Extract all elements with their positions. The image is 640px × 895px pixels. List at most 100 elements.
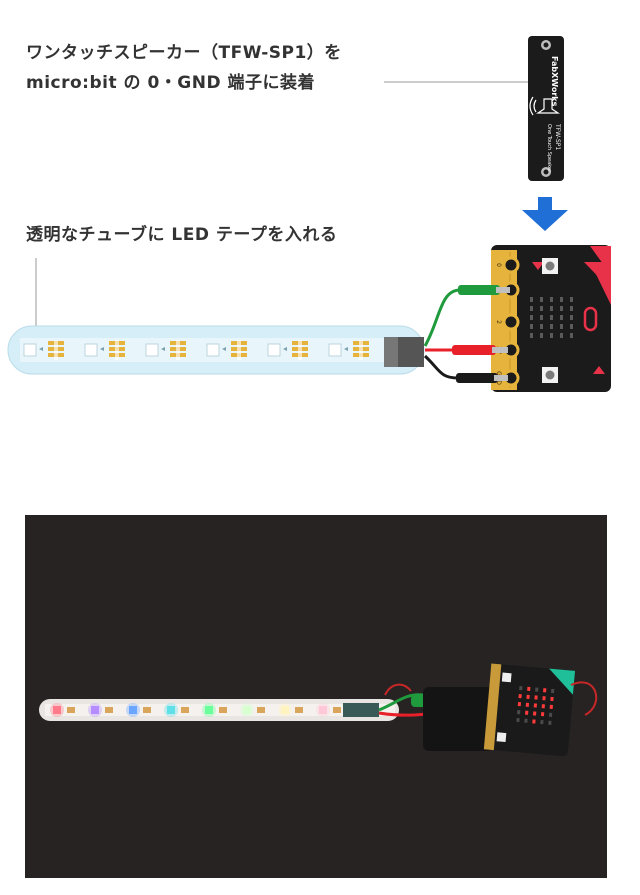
tape-led-chip: [206, 343, 220, 357]
photo-matrix-led: [517, 701, 522, 707]
speaker-model: TFW-SP1: [554, 123, 561, 150]
matrix-led: [550, 324, 553, 329]
tape-arrow-icon: [39, 347, 43, 351]
photo-led: [167, 706, 175, 714]
photo-led: [281, 706, 289, 714]
photo-matrix-led: [525, 702, 530, 707]
photo-matrix-led: [517, 709, 521, 715]
tape-led-chip: [267, 343, 281, 357]
wiring-diagram: FabXWorks TFW-SP1 One Touch Speaker 0: [7, 36, 611, 392]
photo-matrix-led: [518, 694, 522, 699]
photo-matrix-led: [525, 710, 529, 715]
photo-matrix-led: [533, 703, 538, 708]
pin-label-0: 0: [495, 263, 502, 267]
photo-led: [205, 706, 213, 714]
matrix-led: [570, 315, 573, 320]
photo-matrix-led: [541, 704, 545, 709]
matrix-led: [570, 333, 573, 338]
photo-assembled-device: [25, 515, 607, 878]
matrix-led: [550, 306, 553, 311]
photo-resistor: [257, 707, 265, 713]
photo-matrix-led: [543, 688, 547, 693]
matrix-led: [560, 324, 563, 329]
led-tape: [23, 340, 369, 360]
photo-matrix-led: [550, 696, 554, 702]
photo-matrix-led: [524, 718, 528, 723]
tape-led-chip: [84, 343, 98, 357]
speaker-caption-line1: ワンタッチスピーカー（TFW-SP1）を: [26, 43, 342, 63]
photo-led: [129, 706, 137, 714]
matrix-led: [530, 297, 533, 302]
speaker-board: FabXWorks TFW-SP1 One Touch Speaker: [528, 36, 564, 181]
photo-matrix-led: [534, 695, 538, 700]
wire-black: [423, 354, 508, 383]
photo-matrix-led: [519, 686, 523, 691]
matrix-led: [570, 297, 573, 302]
matrix-led: [540, 315, 543, 320]
photo-matrix-led: [542, 696, 546, 701]
photo-resistor: [105, 707, 113, 713]
matrix-led: [560, 333, 563, 338]
speaker-brand: FabXWorks: [550, 56, 559, 107]
pin-label-2: 2: [495, 320, 502, 324]
photo-resistor: [333, 707, 341, 713]
photo-led: [319, 706, 327, 714]
matrix-led: [530, 315, 533, 320]
photo-matrix-led: [548, 720, 552, 725]
photo-matrix-led: [527, 686, 531, 692]
tape-arrow-icon: [100, 347, 104, 351]
photo-matrix-led: [549, 704, 553, 710]
photo-matrix-led: [548, 712, 553, 718]
wire-green: [423, 285, 510, 347]
photo-led-strip: [50, 703, 341, 717]
matrix-led: [560, 306, 563, 311]
photo-resistor: [67, 707, 75, 713]
photo-resistor: [219, 707, 227, 713]
matrix-led: [560, 297, 563, 302]
matrix-led: [570, 324, 573, 329]
matrix-led: [540, 297, 543, 302]
photo-matrix-led: [532, 719, 536, 724]
microbit-logo-icon: [583, 306, 598, 332]
speaker-subtitle: One Touch Speaker: [546, 124, 552, 173]
down-arrow-icon: [522, 197, 568, 231]
tape-arrow-icon: [344, 347, 348, 351]
wire-red: [425, 345, 508, 355]
photo-resistor: [181, 707, 189, 713]
matrix-led: [570, 306, 573, 311]
matrix-led: [530, 306, 533, 311]
photo-scene: [39, 663, 598, 757]
photo-led: [91, 706, 99, 714]
photo-matrix-led: [535, 687, 539, 692]
matrix-led: [530, 324, 533, 329]
tape-arrow-icon: [161, 347, 165, 351]
matrix-led: [530, 333, 533, 338]
photo-matrix-led: [516, 717, 520, 723]
matrix-led: [540, 333, 543, 338]
photo-matrix-led: [540, 720, 544, 725]
matrix-led: [540, 324, 543, 329]
photo-matrix-led: [540, 712, 545, 717]
photo-matrix-led: [526, 694, 530, 699]
tape-arrow-icon: [283, 347, 287, 351]
photo-matrix-led: [551, 688, 555, 694]
photo-led: [53, 706, 61, 714]
photo-led: [243, 706, 251, 714]
tape-led-chip: [23, 343, 37, 357]
tube-caption: 透明なチューブに LED テープを入れる: [26, 225, 338, 245]
led-matrix: [530, 297, 573, 338]
speaker-caption-line2: micro:bit の 0・GND 端子に装着: [26, 73, 315, 93]
speaker-icon: [529, 96, 560, 116]
photo-matrix-led: [532, 711, 537, 716]
tape-led-chip: [328, 343, 342, 357]
matrix-led: [560, 315, 563, 320]
photo-resistor: [295, 707, 303, 713]
speaker-caption: ワンタッチスピーカー（TFW-SP1）を micro:bit の 0・GND 端…: [26, 38, 342, 98]
matrix-led: [550, 333, 553, 338]
tape-led-chip: [145, 343, 159, 357]
microbit-board: 0 1 2 3V GND: [491, 245, 611, 392]
led-tube: [7, 325, 425, 375]
tape-arrow-icon: [222, 347, 226, 351]
matrix-led: [550, 297, 553, 302]
matrix-led: [540, 306, 543, 311]
